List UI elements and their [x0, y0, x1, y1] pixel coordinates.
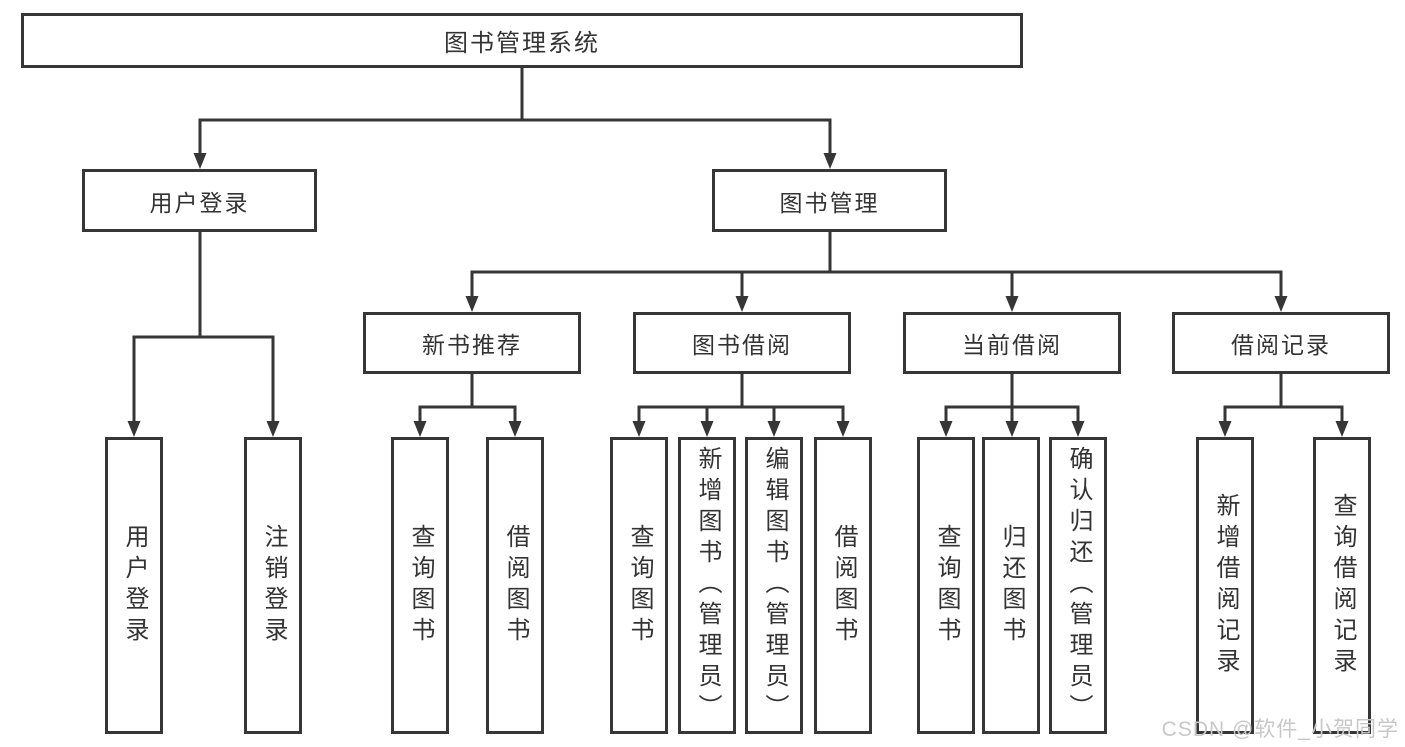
node-label: 用户登录 [149, 189, 250, 216]
node-new-book-recommendation: 新书推荐 [363, 312, 581, 374]
leaf-logout: 注销登录 [244, 437, 302, 734]
leaf-label: 查询图书 [933, 523, 960, 648]
leaf-user-login: 用户登录 [105, 437, 163, 734]
node-borrowing-records: 借阅记录 [1172, 312, 1390, 374]
leaf-query-books-3: 查询图书 [917, 437, 975, 734]
leaf-add-borrow-record: 新增借阅记录 [1196, 437, 1254, 734]
node-label: 借阅记录 [1231, 332, 1331, 358]
leaf-query-books-1: 查询图书 [391, 437, 449, 734]
leaf-label: 查询图书 [407, 523, 434, 648]
leaf-label: 新增图书（管理员） [694, 446, 721, 725]
node-library-management-system: 图书管理系统 [21, 13, 1023, 68]
leaf-label: 查询借阅记录 [1329, 492, 1356, 679]
node-book-borrowing: 图书借阅 [633, 312, 851, 374]
leaf-label: 编辑图书（管理员） [761, 446, 788, 725]
node-label: 图书管理 [779, 189, 880, 216]
csdn-watermark: CSDN @软件_小贺同学 [1161, 718, 1399, 741]
leaf-label: 注销登录 [260, 523, 287, 648]
node-current-borrowing: 当前借阅 [903, 312, 1121, 374]
leaf-label: 确认归还（管理员） [1065, 446, 1092, 725]
node-label: 图书管理系统 [444, 30, 600, 57]
leaf-label: 查询图书 [626, 523, 653, 648]
leaf-label: 借阅图书 [830, 523, 857, 648]
leaf-query-borrow-record: 查询借阅记录 [1313, 437, 1371, 734]
leaf-borrow-books-2: 借阅图书 [814, 437, 872, 734]
node-user-login: 用户登录 [82, 169, 317, 232]
leaf-confirm-return-admin: 确认归还（管理员） [1049, 437, 1107, 734]
leaf-add-books-admin: 新增图书（管理员） [678, 437, 736, 734]
leaf-edit-books-admin: 编辑图书（管理员） [745, 437, 803, 734]
leaf-label: 借阅图书 [502, 523, 529, 648]
leaf-return-books: 归还图书 [982, 437, 1040, 734]
leaf-label: 用户登录 [121, 523, 148, 648]
node-book-management: 图书管理 [712, 169, 947, 232]
node-label: 图书借阅 [692, 332, 792, 358]
leaf-label: 归还图书 [998, 523, 1025, 648]
node-label: 新书推荐 [422, 332, 522, 358]
leaf-borrow-books-1: 借阅图书 [486, 437, 544, 734]
leaf-query-books-2: 查询图书 [610, 437, 668, 734]
node-label: 当前借阅 [962, 332, 1062, 358]
leaf-label: 新增借阅记录 [1212, 492, 1239, 679]
